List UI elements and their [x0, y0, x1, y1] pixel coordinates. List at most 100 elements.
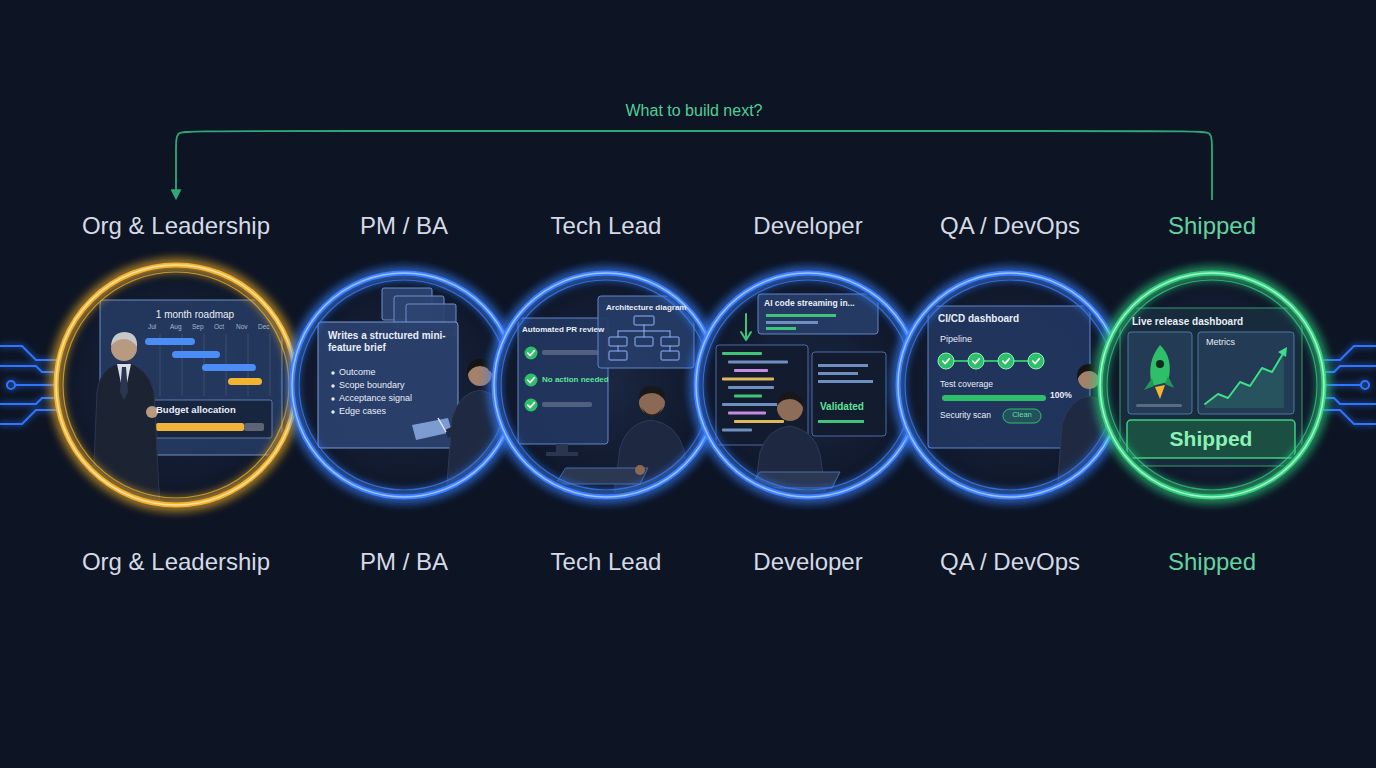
- illustration-shape: [639, 386, 665, 401]
- illustration-shape: [525, 347, 538, 360]
- illustration-shape: [641, 407, 663, 417]
- circle-outline: [46, 200, 306, 590]
- panel-text: Security scan: [940, 411, 991, 421]
- circle-outline: [1082, 200, 1342, 590]
- circle-ring: [898, 273, 1122, 497]
- illustration-part: [528, 403, 535, 408]
- illustration-shape: [745, 314, 747, 338]
- illustration-part: [812, 352, 886, 436]
- panel-text: Outcome: [339, 367, 376, 377]
- illustration-shape: [766, 321, 818, 324]
- role-heading: Org & Leadership: [46, 548, 306, 576]
- illustration-shape: [525, 374, 538, 387]
- illustration-part: [609, 337, 627, 346]
- illustration-shape: [546, 452, 578, 456]
- panel-text: Scope boundary: [339, 380, 405, 390]
- illustration-part: [528, 378, 535, 383]
- illustration-part: [244, 423, 264, 431]
- circle-ring: [494, 273, 718, 497]
- illustration-shape: [722, 403, 780, 406]
- illustration-part: [1127, 420, 1295, 458]
- illustration-part: [635, 465, 645, 475]
- illustration-part: [331, 384, 334, 387]
- illustration-part: [728, 361, 788, 364]
- panel-text: AI code streaming in...: [764, 299, 855, 309]
- illustration-part: [525, 347, 538, 360]
- illustration-shape: [741, 332, 751, 340]
- illustration-part: [318, 322, 458, 448]
- circle-ring: [1100, 273, 1324, 497]
- illustration-part: [634, 316, 654, 325]
- circuit-trace: [1318, 346, 1376, 360]
- circle-ring: [696, 273, 920, 497]
- circle-fill: [1100, 273, 1324, 497]
- illustration-shape: [661, 351, 679, 360]
- role-illustration: [318, 288, 514, 510]
- circle-ring: [56, 265, 296, 505]
- illustration-part: [202, 364, 256, 371]
- illustration-part: [1033, 359, 1040, 364]
- circle-ring-glow: [696, 273, 920, 497]
- role-heading: QA / DevOps: [880, 548, 1140, 576]
- illustration-part: [661, 351, 679, 360]
- panel-text: Nov: [236, 323, 248, 330]
- illustration-shape: [942, 395, 1046, 401]
- illustration-part: [1198, 332, 1294, 414]
- illustration-shape: [1028, 353, 1044, 369]
- illustration-shape: [998, 353, 1014, 369]
- illustration-shape: [528, 378, 535, 383]
- illustration-shape: [1205, 352, 1284, 408]
- illustration-part: [528, 351, 535, 356]
- circuit-trace: [1318, 398, 1376, 404]
- illustration-shape: [618, 346, 670, 351]
- illustration-shape: [172, 351, 220, 358]
- illustration-shape: [1278, 347, 1287, 357]
- panel-text: Sep: [192, 323, 204, 330]
- illustration-shape: [542, 350, 598, 355]
- illustration-part: [546, 452, 578, 456]
- illustration-shape: [111, 332, 137, 347]
- feedback-arrow: [176, 131, 1212, 200]
- illustration-part: [741, 332, 751, 340]
- panel-text: Test coverage: [940, 380, 993, 390]
- circle-ring-glow: [494, 273, 718, 497]
- role-circle: Org & Leadership1 month roadmapJulAugSep…: [46, 200, 306, 590]
- illustration-shape: [518, 318, 608, 444]
- circle-fill: [292, 273, 516, 497]
- circle-inner-ring: [1107, 280, 1317, 490]
- illustration-shape: [618, 325, 670, 337]
- illustration-shape: [145, 338, 195, 345]
- illustration-shape: [528, 403, 535, 408]
- circuit-trace: [1318, 366, 1376, 372]
- illustration-shape: [728, 361, 788, 364]
- role-illustration: [928, 306, 1118, 510]
- illustration-shape: [542, 402, 592, 407]
- illustration-shape: [528, 351, 535, 356]
- role-heading: PM / BA: [274, 548, 534, 576]
- illustration-part: [722, 429, 752, 432]
- illustration-part: [728, 412, 766, 415]
- illustration-shape: [438, 418, 446, 432]
- illustration-shape: [244, 423, 264, 431]
- illustration-part: [1003, 359, 1010, 364]
- role-heading: Org & Leadership: [46, 212, 306, 240]
- role-heading: Developer: [678, 548, 938, 576]
- illustration-shape: [1205, 352, 1284, 404]
- circle-fill: [494, 273, 718, 497]
- circuit-pad: [1361, 381, 1369, 389]
- role-heading: Developer: [678, 212, 938, 240]
- illustration-shape: [634, 316, 654, 325]
- illustration-part: [172, 351, 220, 358]
- illustration-shape: [722, 378, 774, 381]
- illustration-part: [639, 386, 665, 401]
- panel-text: Budget allocation: [156, 405, 236, 416]
- panel-text: Aug: [170, 323, 182, 330]
- illustration-part: [722, 352, 762, 355]
- illustration-shape: [766, 327, 796, 330]
- illustration-part: [156, 423, 244, 431]
- illustration-shape: [445, 410, 478, 438]
- illustration-part: [635, 337, 653, 346]
- illustration-part: [556, 468, 648, 484]
- role-illustration: [1120, 308, 1302, 466]
